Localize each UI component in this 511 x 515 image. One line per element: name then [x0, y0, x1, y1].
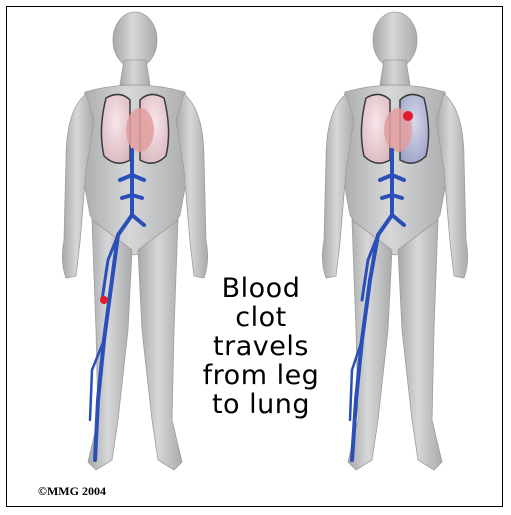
caption-line: from leg: [196, 361, 326, 390]
heart: [126, 108, 154, 152]
figure-before: [62, 12, 207, 470]
caption-line: Blood: [196, 274, 326, 303]
caption-text: Blood clot travels from leg to lung: [196, 274, 326, 419]
caption-line: clot: [196, 303, 326, 332]
clot-leg: [100, 296, 108, 304]
copyright-notice: ©MMG 2004: [38, 484, 106, 499]
clot-lung: [403, 111, 413, 121]
caption-line: to lung: [196, 390, 326, 419]
body-silhouette: [322, 12, 467, 470]
figure-after: [322, 12, 467, 470]
caption-line: travels: [196, 332, 326, 361]
body-silhouette: [62, 12, 207, 470]
